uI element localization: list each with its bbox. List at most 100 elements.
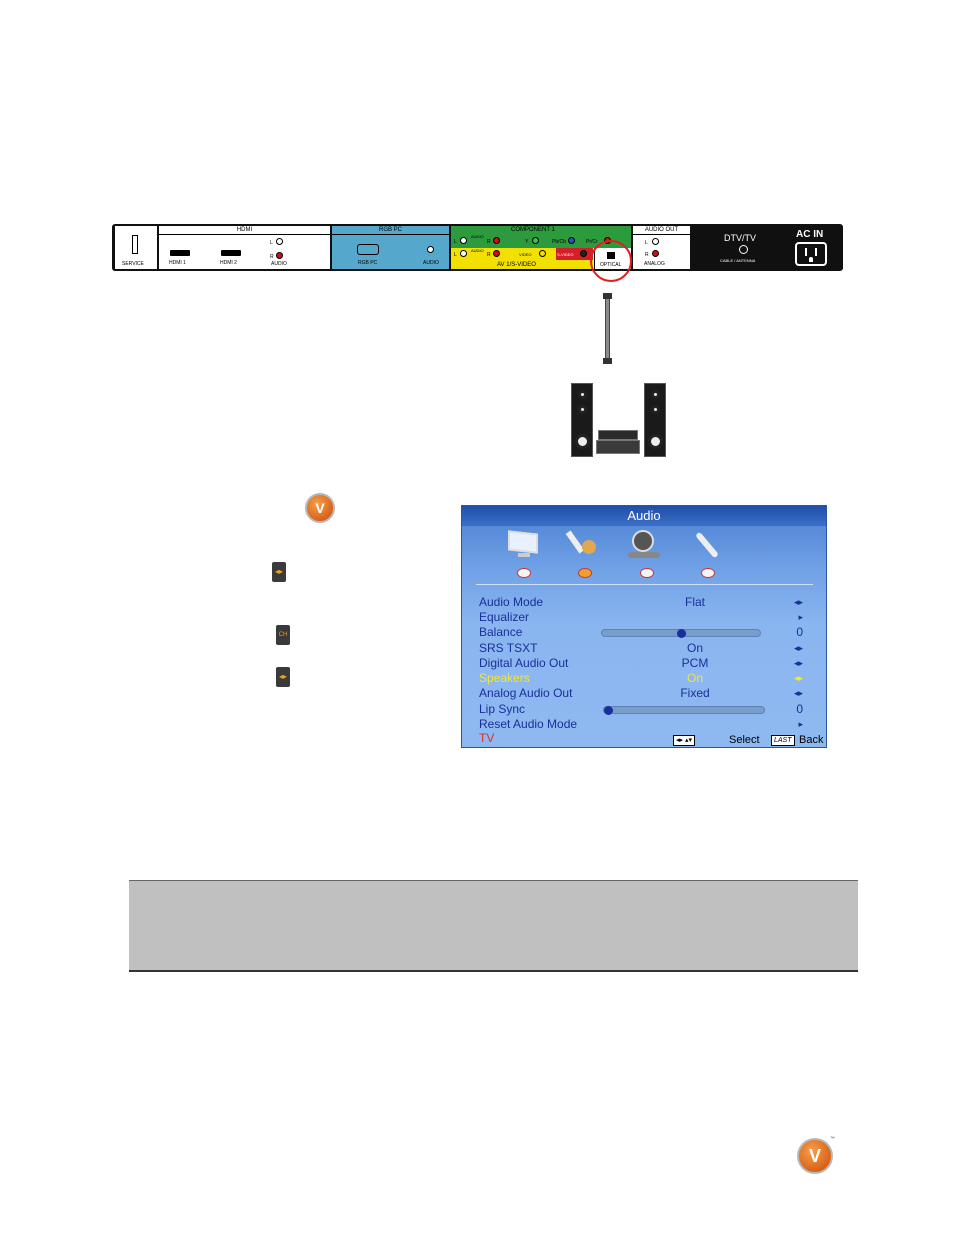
menu-row-lip-sync[interactable]: Lip Sync 0 [479, 702, 809, 717]
audio-out-l-jack[interactable] [652, 238, 659, 245]
optical-cable [605, 295, 610, 363]
service-section: SERVICE [115, 226, 157, 269]
right-arrow-icon: ▸ [798, 612, 803, 622]
av-r-label: R [487, 252, 491, 258]
optical-cable-top-plug [603, 293, 612, 299]
rgb-audio-label: AUDIO [423, 260, 439, 266]
satellite-dish-shape [632, 530, 654, 552]
menu-row-reset-audio-mode[interactable]: Reset Audio Mode ▸ [479, 717, 809, 732]
left-right-arrow-icon: ◂▸ [793, 597, 803, 607]
menu-row-speakers[interactable]: Speakers On ◂▸ [479, 671, 809, 686]
picture-tab-icon[interactable] [504, 530, 544, 560]
hdmi-audio-label: AUDIO [271, 261, 287, 267]
select-keys-icon: ◂▸ ▴▾ [673, 735, 695, 746]
audio-out-l-label: L [645, 240, 648, 246]
comp-pb-label: Pb/Cb [552, 239, 566, 245]
row-label: Speakers [479, 671, 530, 685]
vol-arrow-key-icon: ◂▸ [272, 562, 286, 582]
rgb-pc-section: RGB PC RGB PC AUDIO [332, 226, 449, 269]
lip-sync-slider-knob[interactable] [604, 706, 613, 715]
comp-r-label: R [487, 239, 491, 245]
left-right-arrow-icon: ◂▸ [793, 673, 803, 683]
comp-audio-l-jack[interactable] [460, 237, 467, 244]
hdmi2-port[interactable] [221, 250, 241, 256]
receiver-bottom [596, 440, 640, 454]
back-label: Back [799, 734, 824, 746]
row-value: Fixed [680, 686, 710, 700]
menu-row-analog-audio-out[interactable]: Analog Audio Out Fixed ◂▸ [479, 686, 809, 701]
row-value: On [686, 641, 703, 655]
lip-sync-slider[interactable] [603, 706, 765, 715]
audio-tab-icon[interactable] [565, 528, 602, 560]
row-label: Digital Audio Out [479, 656, 569, 670]
hdmi1-port[interactable] [170, 250, 190, 256]
audio-tab-indicator [578, 568, 592, 578]
dtv-subtitle: CABLE / ANTENNA [720, 258, 756, 263]
av-video-jack[interactable] [539, 250, 546, 257]
ac-in-label: AC IN [796, 229, 824, 240]
antenna-jack[interactable] [739, 245, 748, 254]
row-label: SRS TSXT [479, 641, 538, 655]
av-svideo-jack[interactable] [580, 250, 587, 257]
optical-cable-bottom-plug [603, 358, 612, 364]
tools-tab-icon[interactable] [690, 530, 726, 560]
left-tweeter-2 [578, 405, 587, 414]
trademark-mark: ™ [830, 1136, 835, 1142]
osd-title: Audio [462, 506, 826, 526]
setup-tab-indicator [640, 568, 654, 578]
picture-tab-indicator [517, 568, 531, 578]
osd-divider [476, 584, 813, 585]
left-speaker [571, 383, 593, 457]
setup-tab-icon[interactable] [628, 530, 664, 560]
balance-slider-knob[interactable] [677, 629, 686, 638]
comp-pr-label: Pr/Cr [586, 239, 598, 245]
audio-osd-menu: Audio Audio Mode Flat ◂▸ Equalizer ▸ Bal… [461, 505, 827, 748]
audio-speaker-shape [582, 540, 596, 554]
audio-out-section: AUDIO OUT L R ANALOG [633, 226, 690, 269]
av-audio-r-jack[interactable] [493, 250, 500, 257]
ac-pin-ground [809, 257, 813, 262]
rgb-pc-port[interactable] [357, 244, 379, 255]
comp-y-jack[interactable] [532, 237, 539, 244]
audio-note-shape [565, 530, 585, 554]
last-key-icon: LAST [771, 735, 795, 746]
audio-out-r-jack[interactable] [652, 250, 659, 257]
ac-pin-right [815, 248, 817, 256]
row-label: Equalizer [479, 610, 530, 624]
service-port[interactable] [132, 235, 138, 254]
right-arrow-icon: ▸ [798, 719, 803, 729]
right-tweeter-1 [651, 390, 660, 399]
balance-slider[interactable] [601, 629, 761, 638]
menu-row-equalizer[interactable]: Equalizer ▸ [479, 610, 809, 625]
menu-row-digital-audio-out[interactable]: Digital Audio Out PCM ◂▸ [479, 656, 809, 671]
row-value: PCM [681, 656, 709, 670]
tv-rear-panel: SERVICE HDMI HDMI 1 HDMI 2 L R AUDIO RGB… [112, 224, 843, 271]
comp-audio-r-jack[interactable] [493, 237, 500, 244]
analog-label: ANALOG [644, 261, 665, 267]
left-woofer [575, 434, 590, 449]
ac-in-socket[interactable] [795, 242, 827, 266]
vizio-logo-glyph: V [808, 1146, 821, 1166]
hdmi-audio-l-jack[interactable] [276, 238, 283, 245]
left-tweeter-1 [578, 390, 587, 399]
comp-pb-jack[interactable] [568, 237, 575, 244]
av-l-label: L [454, 252, 457, 258]
menu-row-srs-tsxt[interactable]: SRS TSXT On ◂▸ [479, 641, 809, 656]
optical-highlight-circle [590, 240, 632, 282]
row-label: Reset Audio Mode [479, 717, 578, 731]
rgb-audio-jack[interactable] [427, 246, 434, 253]
service-label: SERVICE [122, 261, 144, 267]
hdmi2-label: HDMI 2 [220, 260, 237, 266]
menu-row-audio-mode[interactable]: Audio Mode Flat ◂▸ [479, 595, 809, 610]
wrench-shape [695, 531, 719, 559]
rgb-pc-header: RGB PC [332, 226, 449, 235]
menu-row-balance[interactable]: Balance 0 [479, 625, 809, 640]
ch-key-icon: CH [276, 625, 290, 645]
hdmi1-label: HDMI 1 [169, 260, 186, 266]
osd-footer: TV ◂▸ ▴▾ Select LAST Back [462, 732, 826, 747]
av-audio-l-jack[interactable] [460, 250, 467, 257]
hdmi-audio-r-jack[interactable] [276, 252, 283, 259]
comp-l-label: L [454, 239, 457, 245]
row-label: Balance [479, 625, 523, 639]
balance-value: 0 [796, 625, 803, 639]
